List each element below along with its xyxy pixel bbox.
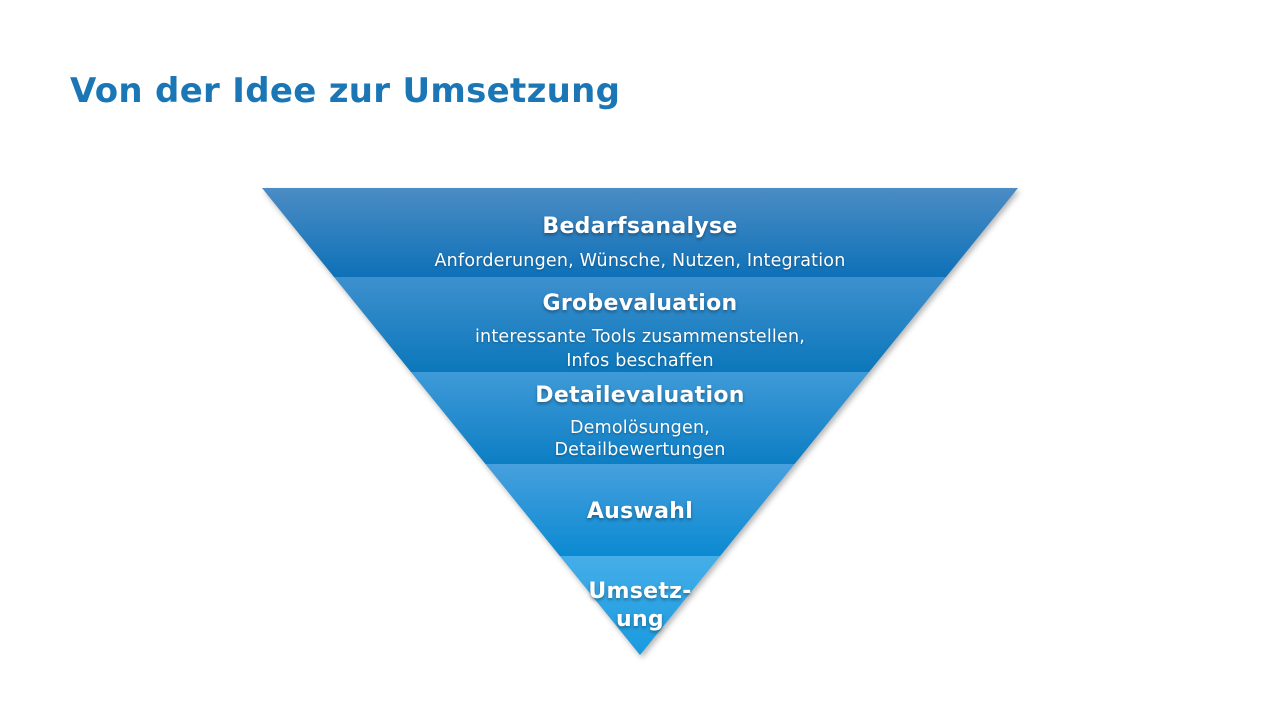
- pyramid-shadow: [262, 188, 1018, 655]
- level-auswahl: Auswahl: [262, 464, 1018, 556]
- level-subtext: Anforderungen, Wünsche, Nutzen, Integrat…: [434, 251, 846, 271]
- level-grobevaluation: Grobevaluation interessante Tools zusamm…: [262, 277, 1018, 372]
- level-detailevaluation: Detailevaluation Demolösungen, Detailbew…: [262, 372, 1018, 464]
- slide-title: Von der Idee zur Umsetzung: [70, 71, 621, 111]
- level-umsetzung: Umsetz- ung: [262, 556, 1018, 655]
- level-bedarfsanalyse: Bedarfsanalyse Anforderungen, Wünsche, N…: [262, 188, 1018, 277]
- level-subtext: interessante Tools zusammenstellen, Info…: [474, 327, 806, 371]
- level-subtext: Demolösungen, Detailbewertungen: [554, 418, 726, 460]
- level-heading: Grobevaluation: [542, 291, 738, 316]
- funnel-pyramid: Bedarfsanalyse Anforderungen, Wünsche, N…: [262, 188, 1018, 655]
- pyramid-labels: Bedarfsanalyse Anforderungen, Wünsche, N…: [262, 188, 1018, 655]
- level-heading: Bedarfsanalyse: [542, 214, 738, 239]
- level-heading: Detailevaluation: [535, 383, 745, 408]
- level-heading: Auswahl: [586, 499, 694, 524]
- pyramid-band-bedarfsanalyse: [262, 188, 1018, 277]
- level-heading: Umsetz- ung: [588, 579, 692, 632]
